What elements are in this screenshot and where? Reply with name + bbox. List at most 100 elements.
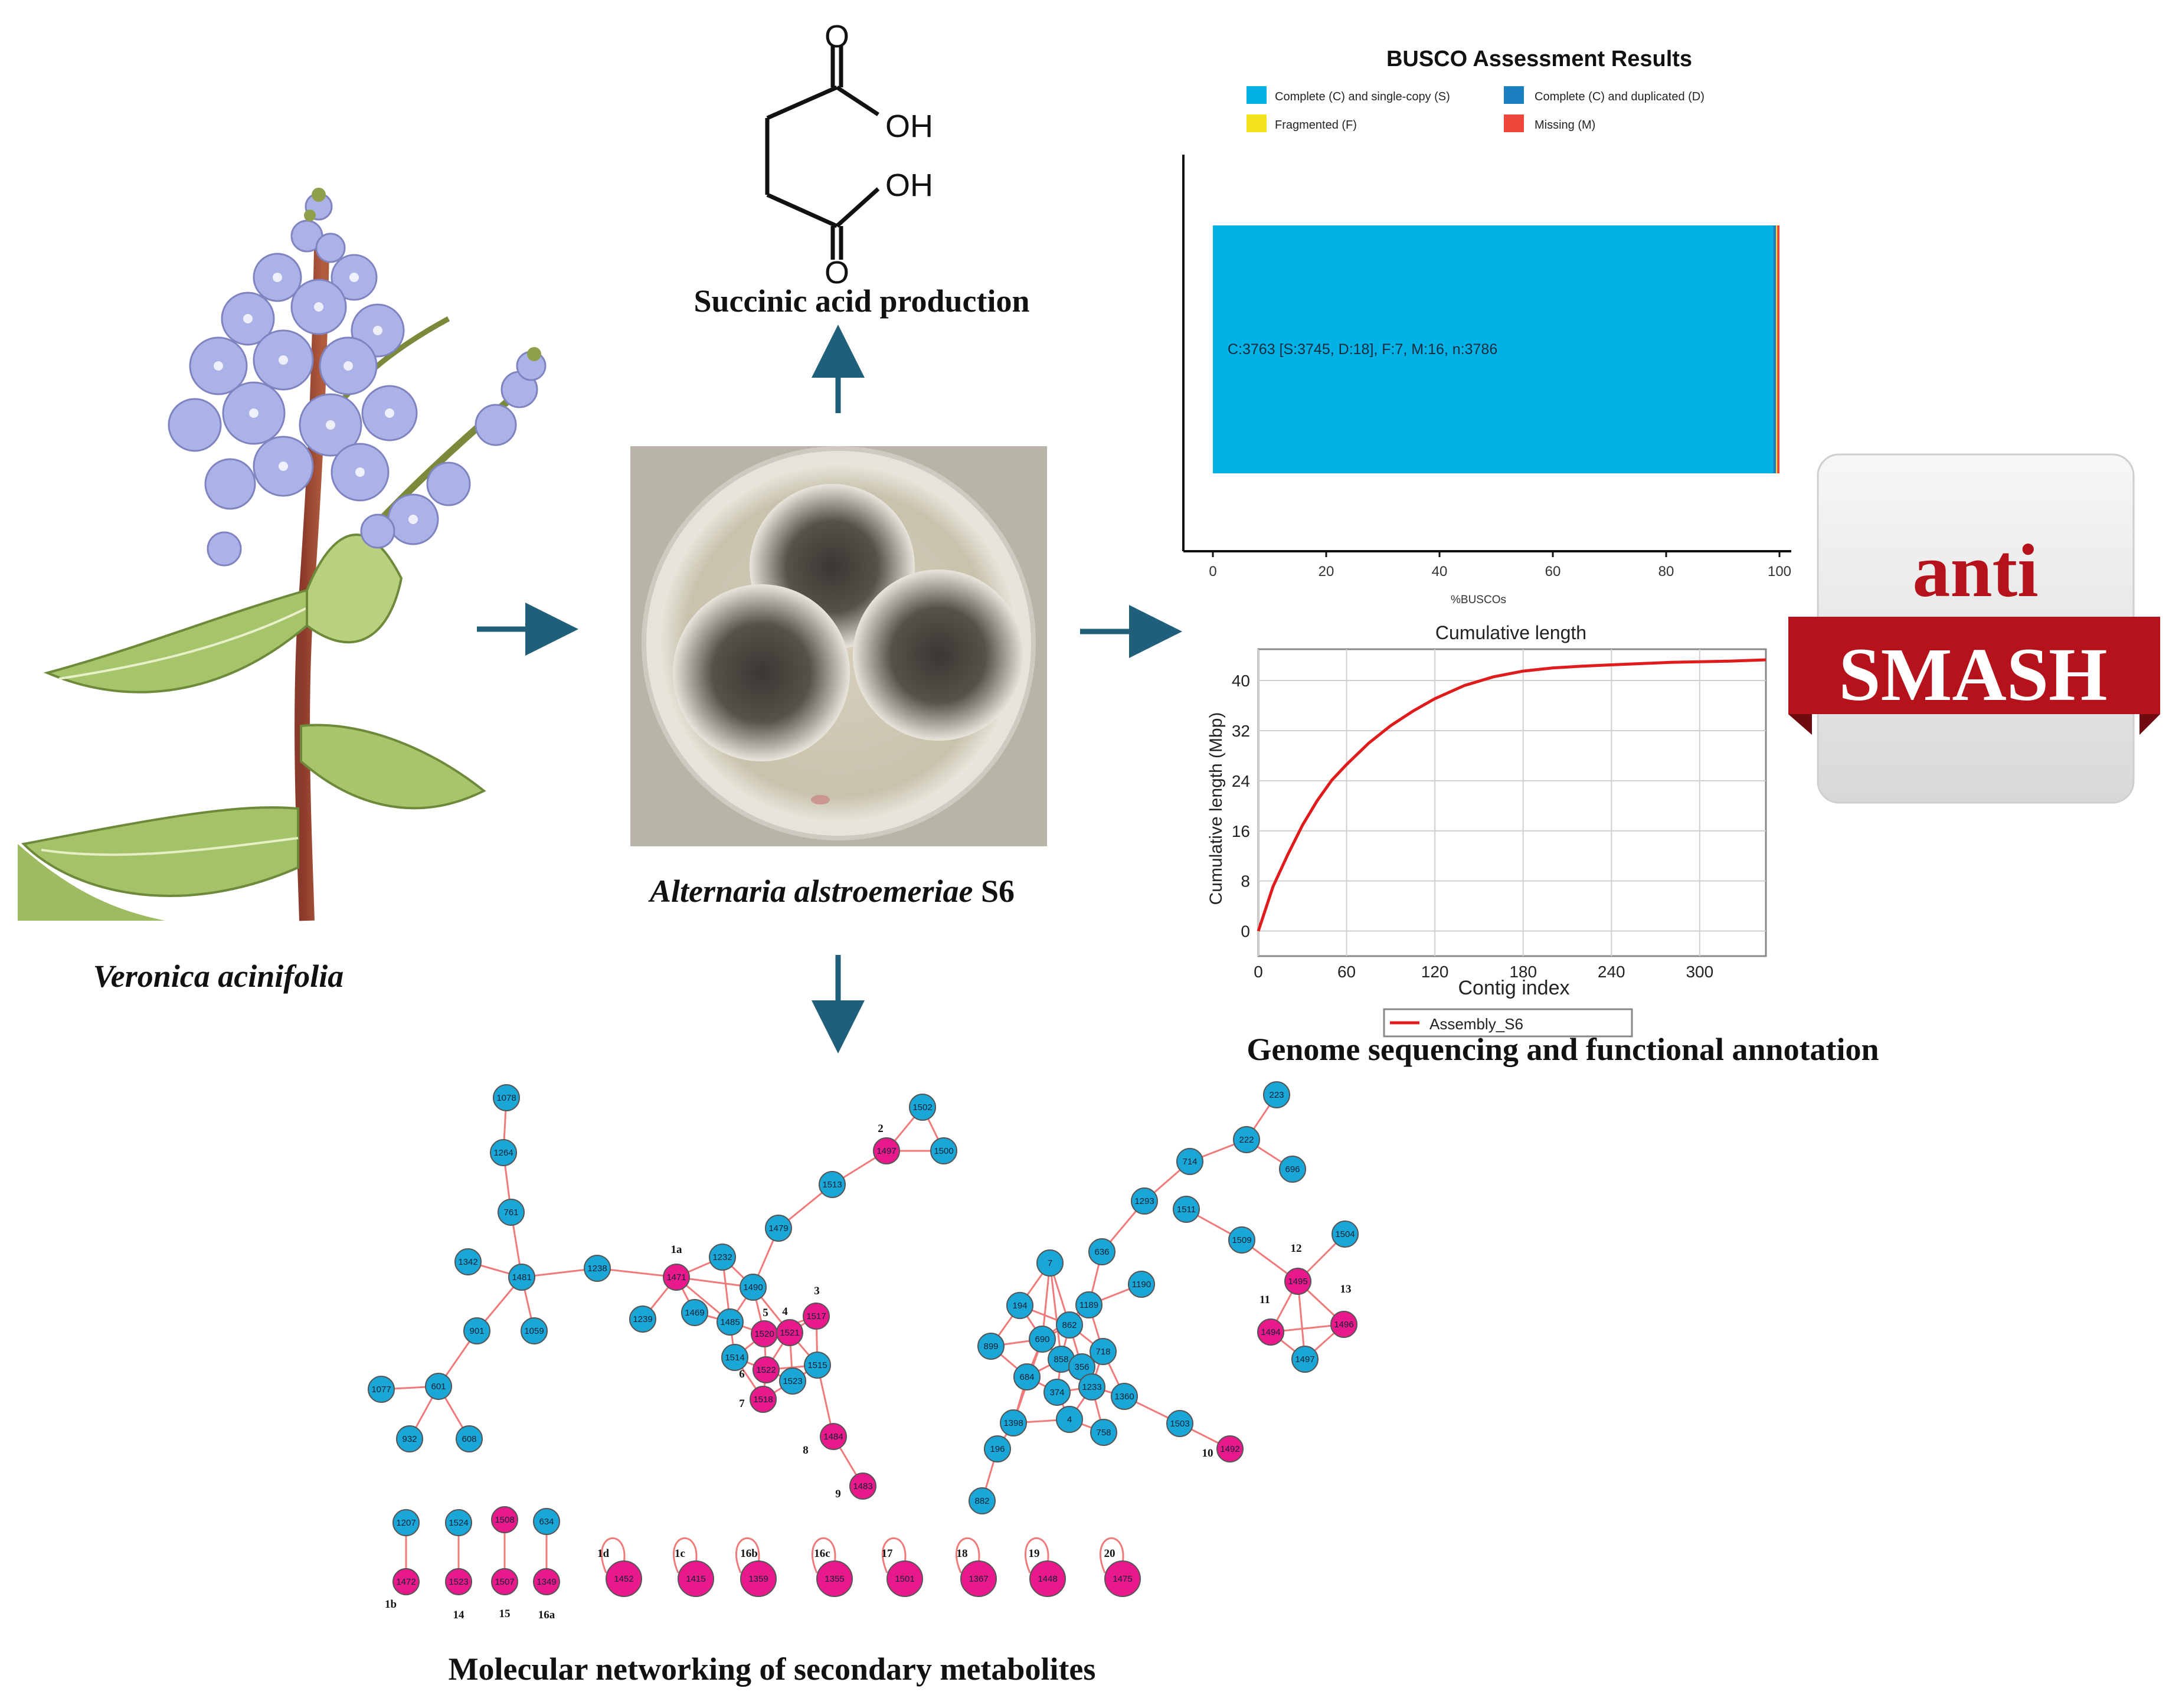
network-node-circle <box>445 1509 472 1536</box>
compound-label: 15 <box>499 1608 511 1620</box>
network-node-circle <box>498 1199 525 1226</box>
network-node-1518: 1518 <box>750 1386 777 1413</box>
network-node-circle <box>1043 1379 1071 1406</box>
network-node-label: 1475 <box>1113 1574 1132 1584</box>
busco-bar-missing <box>1777 225 1779 473</box>
network-caption: Molecular networking of secondary metabo… <box>449 1651 1096 1687</box>
network-node-608: 608 <box>456 1425 483 1452</box>
fungus-species: Alternaria alstroemeriae <box>648 873 973 909</box>
network-node-label: 1342 <box>458 1257 477 1267</box>
busco-legend-swatch-d <box>1504 86 1524 104</box>
network-node-1514: 1514 <box>721 1344 748 1371</box>
network-node-label: 1497 <box>1295 1354 1314 1365</box>
busco-x-label: %BUSCOs <box>1451 594 1506 606</box>
network-node-circle <box>1291 1346 1319 1373</box>
network-node-636: 636 <box>1088 1238 1115 1265</box>
compound-label: 16b <box>740 1547 758 1560</box>
network-node-circle <box>463 1317 490 1344</box>
network-node-1472: 1472 <box>392 1568 420 1595</box>
network-node-label: 1494 <box>1261 1327 1280 1337</box>
network-node-1484: 1484 <box>820 1423 847 1450</box>
cumlen-y-tick-label: 16 <box>1232 822 1250 840</box>
compound-label: 16a <box>538 1609 555 1621</box>
network-node-634: 634 <box>533 1508 560 1535</box>
network-node-circle <box>1104 1560 1141 1597</box>
network-node-label: 1472 <box>396 1577 416 1587</box>
compound-label: 7 <box>739 1398 745 1410</box>
cumlen-y-label: Cumulative length (Mbp) <box>1206 712 1226 905</box>
compound-label: 14 <box>453 1609 465 1621</box>
network-node-circle <box>816 1560 853 1597</box>
network-node-1452: 1452 <box>606 1560 642 1597</box>
colony-left <box>673 584 850 761</box>
network-node-label: 1517 <box>806 1311 826 1321</box>
network-node-1359: 1359 <box>740 1560 777 1597</box>
busco-legend-swatch-f <box>1247 114 1267 132</box>
network-node-1496: 1496 <box>1330 1311 1357 1338</box>
busco-x-tick-label: 0 <box>1209 564 1216 580</box>
network-node-label: 1367 <box>969 1574 988 1584</box>
network-node-1232: 1232 <box>709 1244 736 1271</box>
network-node-1515: 1515 <box>804 1352 831 1379</box>
network-node-label: 1264 <box>493 1148 513 1158</box>
compound-label: 9 <box>835 1488 841 1500</box>
network-node-circle <box>1006 1292 1033 1319</box>
network-node-1207: 1207 <box>392 1509 420 1536</box>
network-node-circle <box>977 1333 1005 1360</box>
network-node-label: 758 <box>1096 1428 1111 1438</box>
network-node-circle <box>984 1435 1011 1462</box>
network-node-circle <box>820 1423 847 1450</box>
cumlen-title: Cumulative length <box>1435 622 1586 643</box>
busco-x-tick-label: 40 <box>1432 564 1448 580</box>
network-node-label: 1239 <box>633 1314 652 1324</box>
network-node-circle <box>1029 1560 1066 1597</box>
cumlen-x-tick-label: 120 <box>1421 963 1449 981</box>
network-node-1500: 1500 <box>930 1137 957 1164</box>
cumlen-x-tick-label: 300 <box>1686 963 1713 981</box>
network-node-label: 690 <box>1035 1334 1049 1344</box>
network-node-label: 1522 <box>756 1365 776 1375</box>
network-node-label: 1485 <box>720 1317 740 1327</box>
network-node-684: 684 <box>1013 1363 1041 1390</box>
network-node-1523: 1523 <box>445 1568 472 1595</box>
network-node-1495: 1495 <box>1284 1268 1311 1295</box>
cumlen-y-tick-label: 40 <box>1232 672 1250 690</box>
network-node-1367: 1367 <box>960 1560 997 1597</box>
network-node-label: 1507 <box>495 1577 514 1587</box>
network-edge <box>1049 1262 1062 1360</box>
cumlen-x-tick-label: 0 <box>1254 963 1263 981</box>
cumlen-x-label: Contig index <box>1458 977 1569 999</box>
network-node-circle <box>804 1352 831 1379</box>
network-node-circle <box>1078 1373 1105 1401</box>
network-node-label: 1504 <box>1335 1229 1355 1239</box>
network-node-circle <box>491 1506 518 1533</box>
network-node-circle <box>1111 1383 1138 1410</box>
network-node-601: 601 <box>425 1373 452 1400</box>
network-node-label: 1078 <box>496 1093 516 1103</box>
cumlen-plot-area <box>1257 648 1767 957</box>
network-node-label: 1521 <box>780 1328 799 1338</box>
network-node-label: 1415 <box>686 1574 705 1584</box>
succinic-oh-top: OH <box>885 109 933 144</box>
compound-label: 18 <box>957 1547 968 1560</box>
network-node-label: 1523 <box>783 1376 802 1386</box>
network-node-circle <box>533 1508 560 1535</box>
network-node-label: 1452 <box>614 1574 633 1584</box>
network-node-label: 1360 <box>1114 1392 1134 1402</box>
network-node-circle <box>753 1356 780 1383</box>
network-node-758: 758 <box>1090 1419 1117 1446</box>
network-node-1485: 1485 <box>717 1308 744 1336</box>
network-node-label: 1518 <box>753 1395 773 1405</box>
antismash-logo: anti SMASH <box>1788 453 2160 804</box>
network-node-690: 690 <box>1029 1326 1056 1353</box>
network-node-223: 223 <box>1263 1081 1290 1108</box>
network-node-circle <box>1279 1156 1306 1183</box>
network-node-circle <box>1000 1409 1027 1437</box>
network-node-label: 1511 <box>1177 1205 1196 1215</box>
network-node-1342: 1342 <box>454 1248 482 1275</box>
network-node-circle <box>909 1094 936 1121</box>
network-node-circle <box>1090 1338 1117 1365</box>
network-node-label: 634 <box>539 1517 554 1527</box>
